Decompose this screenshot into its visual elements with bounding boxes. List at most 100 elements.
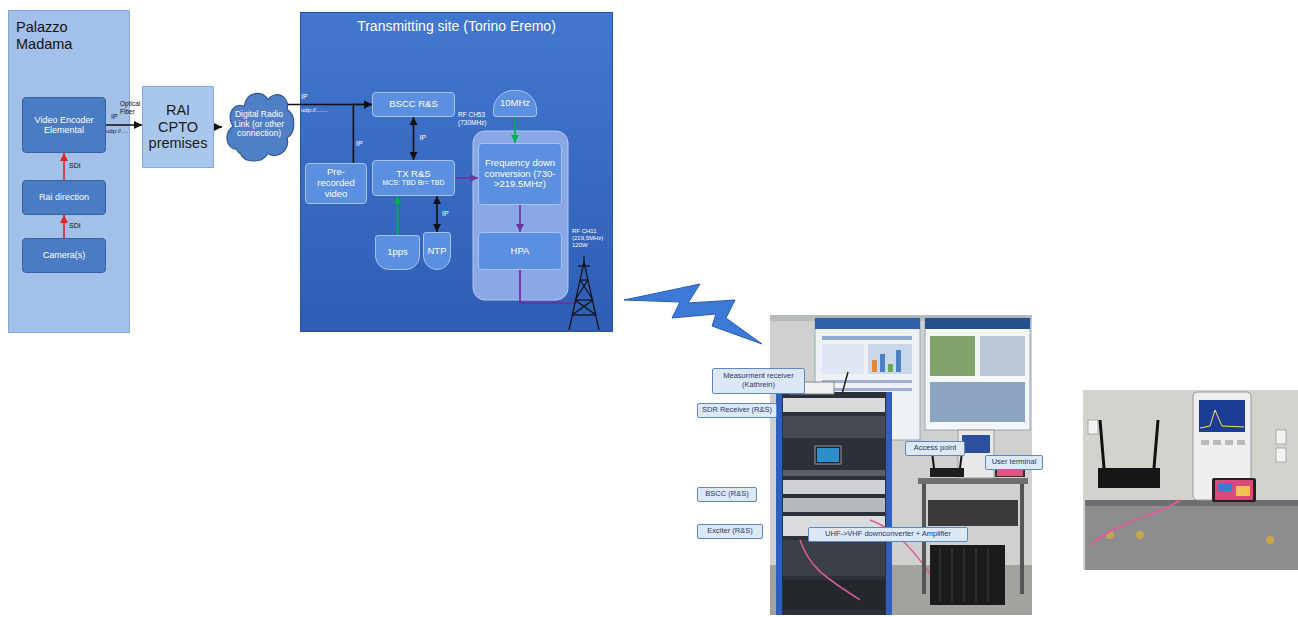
lab-photo	[822, 388, 912, 391]
terminal-photo	[1088, 420, 1098, 434]
lab-photo	[976, 548, 977, 602]
antenna-tower	[575, 280, 588, 300]
node-text: MCS: TBD Br= TBD	[382, 179, 444, 187]
lab-photo	[930, 545, 1005, 605]
antenna-tower	[569, 256, 599, 330]
radio-lightning	[624, 284, 762, 344]
rf-chain-group	[473, 131, 568, 300]
antenna-tower	[575, 299, 593, 300]
connector-arrow	[63, 153, 65, 180]
terminal-photo	[1236, 486, 1250, 496]
terminal-photo	[1213, 440, 1221, 445]
panel-heading: Palazzo Madama	[16, 19, 122, 52]
connector-arrow	[519, 205, 521, 232]
lab-photo	[815, 318, 920, 440]
antenna-tower	[583, 256, 584, 264]
lab-photo	[918, 478, 1028, 484]
signal-label: IP	[301, 93, 321, 101]
lab-photo	[783, 416, 885, 438]
lab-photo	[783, 398, 885, 412]
connector-arrow	[353, 105, 372, 164]
lab-photo	[988, 548, 989, 602]
connector-arrow	[413, 117, 415, 160]
process-box: BSCC R&S	[372, 92, 455, 117]
panel-heading: Transmitting site (Torino Eremo)	[305, 18, 608, 34]
clock-source: 1pps	[375, 235, 420, 270]
terminal-photo	[1154, 420, 1158, 468]
node-text: Video Encoder Elemental	[27, 115, 101, 136]
lab-photo	[783, 580, 885, 610]
process-box: Camera(s)	[22, 238, 106, 273]
lab-photo	[930, 468, 964, 477]
rf-chain-group	[473, 131, 568, 300]
lab-photo	[925, 318, 1030, 430]
lab-photo	[896, 350, 901, 372]
antenna-tower	[584, 262, 599, 330]
lab-photo	[964, 548, 965, 602]
process-box: Rai direction	[22, 180, 106, 215]
signal-label: IP	[356, 140, 370, 148]
node-text: Access point	[914, 444, 957, 453]
connector-arrow	[436, 196, 438, 232]
antenna-tower	[580, 279, 588, 280]
lab-photo	[783, 540, 885, 576]
lab-photo	[822, 380, 912, 383]
lab-photo	[776, 392, 782, 615]
lab-photo	[930, 336, 975, 376]
node-text: 1pps	[387, 247, 408, 258]
terminal-photo	[1200, 410, 1244, 428]
edge-label: IP	[442, 210, 449, 218]
radio-lightning	[624, 284, 762, 344]
lab-photo	[962, 435, 990, 453]
photo-callout: BSCC (R&S)	[697, 487, 757, 502]
lab-photo	[817, 448, 839, 462]
node-text: User terminal	[992, 458, 1037, 467]
node-text: BSCC (R&S)	[705, 490, 748, 499]
lab-photo	[783, 498, 885, 512]
terminal-photo	[1199, 400, 1245, 432]
connector-arrow	[514, 117, 516, 143]
terminal-photo	[1237, 440, 1245, 445]
node-text: SDR Receiver (R&S)	[702, 406, 772, 415]
antenna-tower	[578, 265, 590, 266]
connector-arrow	[214, 126, 222, 128]
node-text: TX R&S	[396, 169, 430, 180]
site-panel: Palazzo MadamaVideo Encoder ElementalRai…	[8, 10, 130, 333]
connector-arrow	[455, 177, 478, 179]
terminal-photo	[1215, 480, 1253, 500]
terminal-photo	[1090, 500, 1180, 545]
edge-label: SDI	[69, 162, 81, 170]
terminal-photo	[1083, 390, 1298, 570]
lab-photo	[842, 372, 848, 394]
connector-arrow	[397, 196, 399, 235]
node-text: UHF->VHF downconverter + Amplifier	[825, 530, 951, 539]
node-text: HPA	[511, 246, 530, 257]
terminal-photo	[1100, 420, 1104, 468]
terminal-photo	[1225, 440, 1233, 445]
node-text: RAI CPTO premises	[147, 102, 209, 152]
terminal-photo	[1266, 536, 1274, 544]
lab-photo	[800, 540, 860, 600]
photo-callout: Access point	[905, 441, 965, 456]
connector-arrow	[286, 104, 372, 106]
network-cloud: Digital Radio Link (or other connection)	[222, 83, 296, 166]
clock-source: 10MHz	[493, 90, 537, 117]
lab-photo	[880, 354, 885, 372]
signal-label: RF CH53 (730MHz)	[458, 111, 492, 127]
photo-callout: Measurment receiver (Kathrein)	[712, 368, 805, 394]
node-text: Digital Radio Link (or other connection)	[232, 110, 286, 139]
lab-photo	[815, 318, 920, 329]
cloud-shape	[227, 93, 294, 161]
process-box: Video Encoder Elemental	[22, 97, 106, 153]
lab-photo	[770, 565, 1032, 615]
lab-photo	[783, 480, 885, 494]
node-text: BSCC R&S	[389, 99, 438, 110]
antenna-tower	[572, 300, 593, 315]
node-text: Exciter (R&S)	[707, 527, 752, 536]
rf-feed-line	[520, 270, 578, 303]
node-text: Camera(s)	[43, 250, 86, 260]
node-text: Rai direction	[39, 192, 89, 202]
terminal-photo	[1276, 430, 1286, 444]
terminal-photo	[1106, 531, 1114, 539]
lab-photo	[822, 344, 864, 374]
